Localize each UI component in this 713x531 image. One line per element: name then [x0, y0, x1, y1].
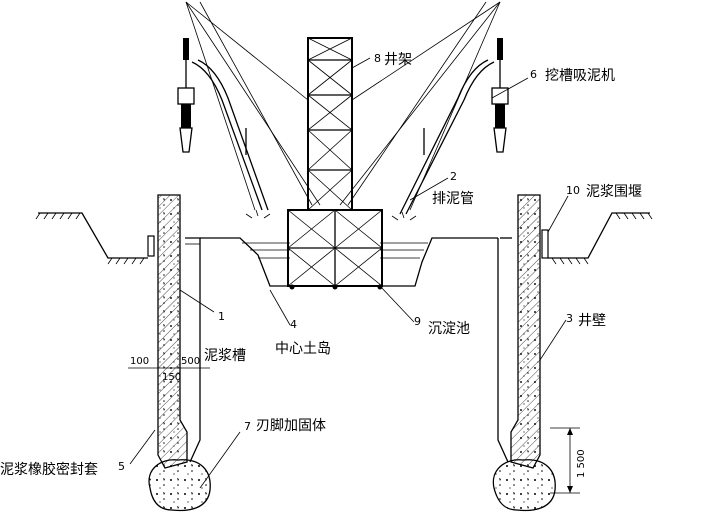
label-center-island: 中心土岛 — [275, 341, 331, 357]
well-wall-left — [157, 194, 188, 469]
dimension-group-left: 100 500 150 — [128, 356, 210, 383]
ground-left — [35, 212, 148, 265]
dim-500: 500 — [181, 356, 200, 367]
label-mud-cofferdam: 泥浆围堰 — [586, 184, 642, 200]
dim-1500: 1 500 — [576, 449, 587, 478]
label-settling-pond: 沉淀池 — [428, 321, 470, 337]
number-center-island: 4 — [290, 318, 297, 331]
well-frame — [287, 37, 383, 287]
number-rubber-seal: 5 — [118, 460, 125, 473]
blade-foot-right — [492, 459, 556, 512]
label-rubber-seal: 泥浆橡胶密封套 — [0, 461, 98, 478]
label-mud-pipe: 排泥管 — [432, 191, 474, 207]
label-well-wall: 井壁 — [578, 313, 606, 329]
number-mud-pipe: 2 — [450, 170, 457, 183]
center-island — [200, 237, 498, 290]
number-well-wall: 3 — [566, 312, 573, 325]
dim-100: 100 — [130, 356, 149, 367]
number-settling-pond: 9 — [414, 315, 421, 328]
leaders — [129, 57, 569, 489]
number-mud-trench: 1 — [218, 310, 225, 323]
number-well-frame: 8 — [374, 52, 381, 65]
blade-foot-left — [148, 459, 211, 512]
number-blade-foot: 7 — [244, 420, 251, 433]
dim-150: 150 — [162, 372, 181, 383]
well-wall-right — [510, 194, 541, 469]
mud-cofferdam-plate — [541, 229, 549, 259]
label-mud-trench: 泥浆槽 — [204, 348, 246, 364]
dredger-left — [177, 38, 269, 211]
dredger-right — [399, 38, 509, 215]
number-mud-cofferdam: 10 — [566, 184, 580, 197]
label-dredger: 挖槽吸泥机 — [545, 68, 615, 84]
ground-right — [548, 212, 653, 265]
label-well-frame: 井架 — [384, 52, 412, 68]
cables — [185, 1, 501, 211]
mud-trench-left — [185, 237, 201, 463]
number-dredger: 6 — [530, 68, 537, 81]
mud-trench-right — [497, 237, 512, 463]
label-blade-foot: 刃脚加固体 — [256, 418, 326, 434]
dimension-1500: 1 500 — [550, 427, 587, 494]
wall-plate-left — [147, 235, 155, 257]
